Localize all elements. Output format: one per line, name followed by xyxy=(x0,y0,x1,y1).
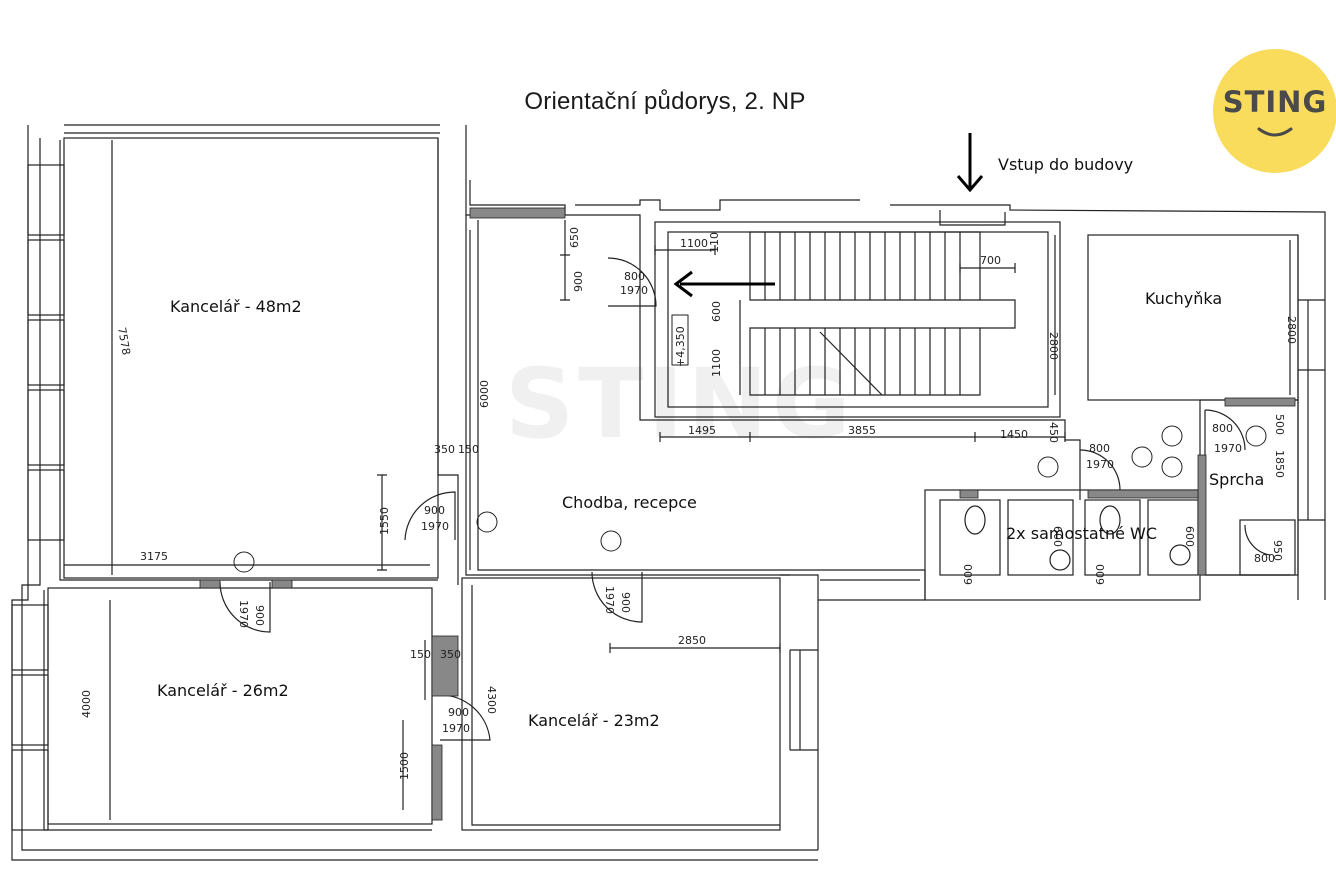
dim-900-d: 900 xyxy=(619,592,632,613)
dim-950: 950 xyxy=(1271,540,1284,561)
logo-text: STING xyxy=(1222,85,1328,119)
room-label-corridor: Chodba, recepce xyxy=(562,493,697,512)
dim-3175: 3175 xyxy=(140,550,168,563)
dim-650: 650 xyxy=(568,227,581,248)
dim-3855: 3855 xyxy=(848,424,876,437)
room-office-26 xyxy=(47,587,433,825)
dim-600-e: 600 xyxy=(1183,526,1196,547)
dim-150-b: 150 xyxy=(410,648,431,661)
dim-1100-b: 1100 xyxy=(710,349,723,377)
dim-900-e: 900 xyxy=(448,706,469,719)
room-label-shower: Sprcha xyxy=(1209,470,1265,489)
entrance-label: Vstup do budovy xyxy=(998,155,1134,174)
dim-1100-a: 1100 xyxy=(680,237,708,250)
dim-7578: 7578 xyxy=(115,326,133,356)
room-label-office-26: Kancelář - 26m2 xyxy=(157,681,289,700)
watermark: STING xyxy=(505,348,855,460)
dim-1970-c: 1970 xyxy=(237,600,250,628)
dim-900-b: 900 xyxy=(424,504,445,517)
dim-1495: 1495 xyxy=(688,424,716,437)
dim-1850: 1850 xyxy=(1273,450,1286,478)
dim-600-b: 600 xyxy=(962,564,975,585)
dim-2800-a: 2800 xyxy=(1047,332,1060,360)
dim-700: 700 xyxy=(980,254,1001,267)
dim-1970-e: 1970 xyxy=(442,722,470,735)
dim-900-a: 900 xyxy=(572,271,585,292)
dim-150-a: 150 xyxy=(458,443,479,456)
dim-4000: 4000 xyxy=(80,690,93,718)
elevation-mark: +4,350 xyxy=(674,326,687,367)
dim-1550: 1550 xyxy=(378,507,391,535)
dim-800-c: 800 xyxy=(1212,422,1233,435)
room-label-wc: 2x samostatné WC xyxy=(1006,524,1157,543)
room-label-office-23: Kancelář - 23m2 xyxy=(528,711,660,730)
dim-2800-b: 2800 xyxy=(1285,316,1298,344)
dim-1450: 1450 xyxy=(1000,428,1028,441)
dim-4300: 4300 xyxy=(485,686,498,714)
dim-110: 110 xyxy=(708,232,721,253)
dim-1500: 1500 xyxy=(398,752,411,780)
logo-smile-icon xyxy=(1257,127,1293,137)
dim-900-c: 900 xyxy=(253,605,266,626)
dim-1970-d: 1970 xyxy=(603,586,616,614)
room-kitchen xyxy=(1087,234,1299,401)
dim-800-a: 800 xyxy=(624,270,645,283)
dim-450: 450 xyxy=(1047,422,1060,443)
room-label-office-48: Kancelář - 48m2 xyxy=(170,297,302,316)
dim-600-a: 600 xyxy=(710,301,723,322)
dim-1970-b: 1970 xyxy=(421,520,449,533)
room-label-kitchen: Kuchyňka xyxy=(1145,289,1223,308)
sting-logo: STING xyxy=(1213,49,1336,173)
dim-500: 500 xyxy=(1273,414,1286,435)
dim-1970-f: 1970 xyxy=(1086,458,1114,471)
dim-2850: 2850 xyxy=(678,634,706,647)
dim-1970-g: 1970 xyxy=(1214,442,1242,455)
dim-350-b: 350 xyxy=(440,648,461,661)
room-office-23 xyxy=(461,577,781,831)
dim-600-d: 600 xyxy=(1094,564,1107,585)
page-title: Orientační půdorys, 2. NP xyxy=(524,88,806,115)
dim-800-d: 800 xyxy=(1254,552,1275,565)
dim-6000: 6000 xyxy=(478,380,491,408)
dim-800-b: 800 xyxy=(1089,442,1110,455)
dim-1970-a: 1970 xyxy=(620,284,648,297)
dim-350-a: 350 xyxy=(434,443,455,456)
dim-600-c: 600 xyxy=(1051,526,1064,547)
staircase xyxy=(654,221,1061,418)
